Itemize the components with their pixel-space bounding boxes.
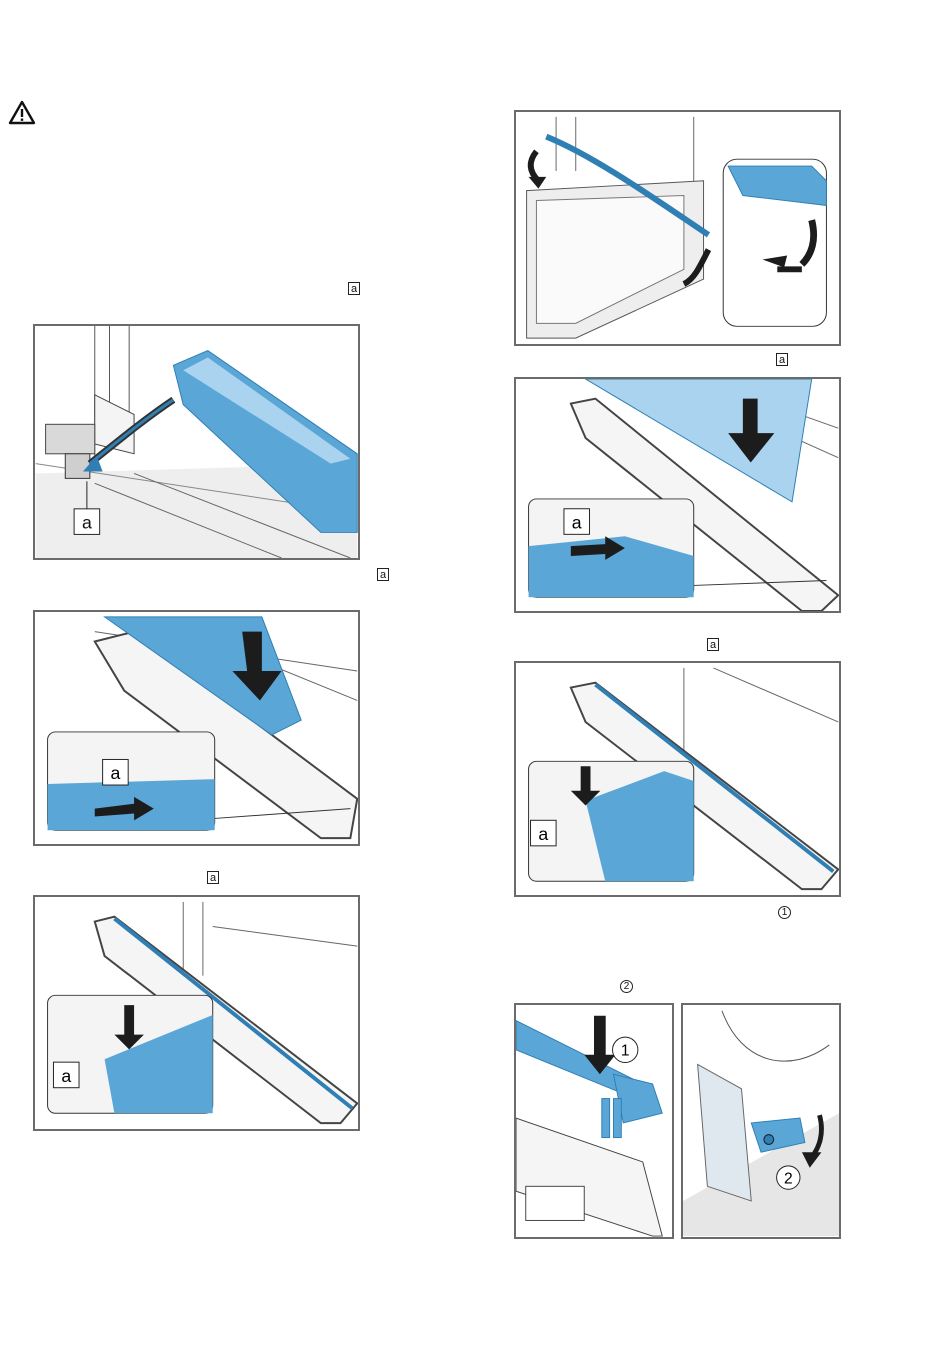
- figure-press-pane-holder: a: [33, 895, 360, 1131]
- figure-press-outer-holder: a: [514, 661, 841, 897]
- callout-label: a: [110, 763, 120, 783]
- warning-triangle-icon: [8, 100, 36, 126]
- callout-label: a: [61, 1066, 71, 1086]
- figure-insert-inner-pane: a: [33, 610, 360, 846]
- figure-lock-hinge-lever: 2: [681, 1003, 841, 1239]
- step-marker-a: a: [776, 353, 788, 366]
- callout-label: a: [572, 512, 582, 532]
- step-marker-a: a: [707, 638, 719, 651]
- figure-press-hinge-clip: 1: [514, 1003, 674, 1239]
- callout-label: a: [82, 513, 92, 533]
- step-circle-1: 1: [778, 906, 791, 919]
- callout-label: 2: [784, 1170, 793, 1187]
- figure-fit-cover-strip: [514, 110, 841, 346]
- step-marker-a: a: [207, 871, 219, 884]
- figure-remove-cover-strip: a: [33, 324, 360, 560]
- step-circle-2: 2: [620, 980, 633, 993]
- callout-label: a: [538, 824, 548, 844]
- figure-insert-outer-pane: a: [514, 377, 841, 613]
- callout-label: 1: [621, 1043, 630, 1060]
- step-marker-a: a: [348, 282, 360, 295]
- step-marker-a: a: [377, 568, 389, 581]
